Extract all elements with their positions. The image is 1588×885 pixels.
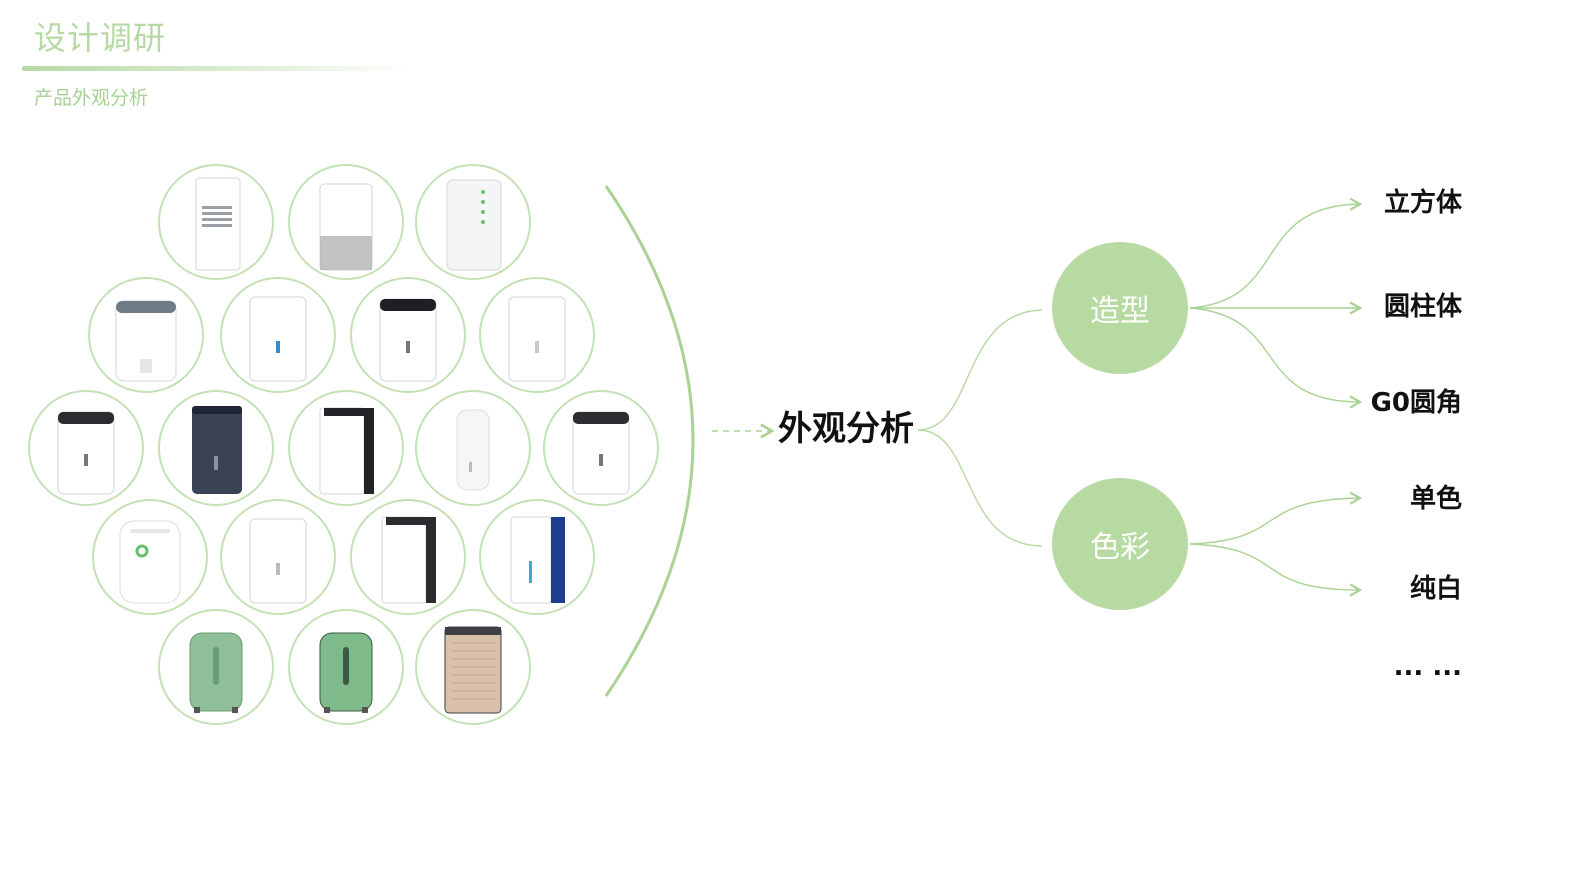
dehumidifier-image: [192, 406, 242, 494]
dehumidifier-image: [444, 626, 502, 714]
product-image-circle: 除湿机 19: [415, 609, 531, 725]
dehumidifier-image: [456, 409, 490, 491]
dehumidifier-image: [319, 183, 373, 271]
product-image-circle: 除湿机 1: [158, 164, 274, 280]
dehumidifier-image: [572, 411, 630, 495]
product-image-circle: 除湿机 8: [28, 390, 144, 506]
dehumidifier-image: [319, 407, 374, 495]
dehumidifier-image: [119, 520, 181, 604]
product-image-circle: 除湿机 12: [543, 390, 659, 506]
product-image-circle: 除湿机 11: [415, 390, 531, 506]
link-color-mono: [1189, 491, 1363, 545]
product-image-circle: 除湿机 6: [350, 277, 466, 393]
dehumidifier-image: [508, 296, 566, 382]
page-subtitle: 产品外观分析: [34, 87, 149, 109]
leaf-ellipsis: ... ...: [1393, 652, 1462, 682]
leaf-rounded-corner: G0圆角: [1370, 388, 1462, 418]
leaf-pure-white: 纯白: [1409, 574, 1462, 604]
link-center-color: [917, 429, 1043, 547]
branch-node-color: 色彩: [1052, 478, 1188, 610]
dehumidifier-image: [510, 516, 565, 604]
product-image-circle: 除湿机 16: [479, 499, 595, 615]
product-image-circle: 除湿机 13: [92, 499, 208, 615]
link-color-white: [1189, 543, 1363, 597]
product-image-circle: 除湿机 10: [288, 390, 404, 506]
product-image-circle: 除湿机 7: [479, 277, 595, 393]
title-underline: [22, 66, 412, 71]
product-image-circle: 除湿机 5: [220, 277, 336, 393]
leaf-cylinder: 圆柱体: [1383, 292, 1462, 322]
dehumidifier-image: [381, 516, 436, 604]
product-image-circle: 除湿机 9: [158, 390, 274, 506]
dehumidifier-image: [115, 300, 177, 382]
link-shape-cube: [1189, 197, 1363, 309]
dehumidifier-image: [446, 179, 502, 271]
dehumidifier-image: [249, 518, 307, 604]
product-image-circle: 除湿机 2: [288, 164, 404, 280]
dehumidifier-image: [319, 632, 373, 713]
dehumidifier-image: [57, 411, 115, 495]
leaf-single-color: 单色: [1409, 484, 1462, 514]
product-image-circle: 除湿机 15: [350, 499, 466, 615]
dehumidifier-image: [189, 632, 243, 713]
center-node: 外观分析: [778, 409, 914, 449]
dehumidifier-image: [379, 298, 437, 382]
link-center-shape: [917, 309, 1043, 431]
link-shape-corner: [1189, 307, 1363, 409]
product-image-circle: 除湿机 3: [415, 164, 531, 280]
product-image-circle: 除湿机 17: [158, 609, 274, 725]
leaf-cube: 立方体: [1383, 188, 1462, 218]
bracket-arc: [604, 185, 695, 697]
product-image-circle: 除湿机 18: [288, 609, 404, 725]
page-title: 设计调研: [34, 19, 167, 57]
dehumidifier-image: [195, 177, 241, 271]
product-image-circle: 除湿机 4: [88, 277, 204, 393]
dehumidifier-image: [249, 296, 307, 382]
product-image-circle: 除湿机 14: [220, 499, 336, 615]
branch-node-shape: 造型: [1052, 242, 1188, 374]
